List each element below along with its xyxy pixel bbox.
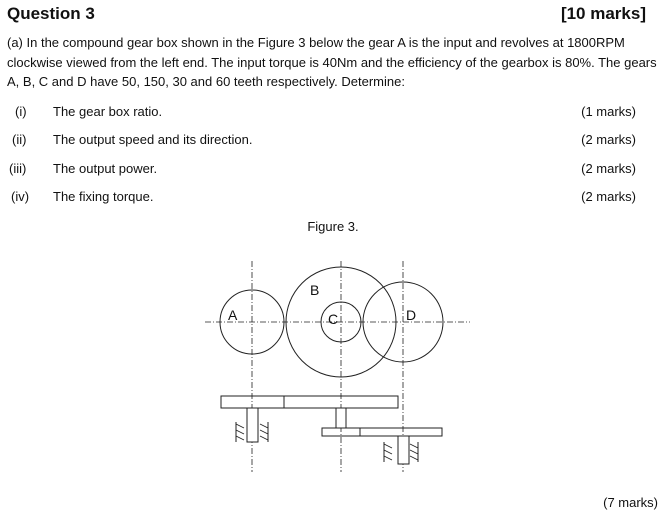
item-number-i: (i) (15, 104, 27, 119)
item-marks-ii: (2 marks) (581, 132, 636, 147)
gear-d-circle (362, 281, 444, 363)
shaft-d-side (397, 435, 410, 465)
item-text-ii: The output speed and its direction. (53, 132, 253, 147)
item-text-iii: The output power. (53, 161, 158, 176)
question-title: Question 3 (7, 4, 95, 23)
item-number-iv: (iv) (11, 189, 30, 204)
bearing-a-hatch (235, 423, 269, 441)
gear-label-b: B (310, 282, 319, 298)
gear-a-circle (219, 289, 285, 355)
item-marks-i: (1 marks) (581, 104, 636, 119)
gear-label-c: C (328, 311, 338, 327)
item-number-ii: (ii) (12, 132, 27, 147)
item-text-i: The gear box ratio. (53, 104, 163, 119)
gear-c-circle (320, 301, 362, 343)
item-marks-iii: (2 marks) (581, 161, 636, 176)
bearing-d-hatch (383, 443, 419, 461)
question-intro: (a) In the compound gear box shown in th… (7, 35, 657, 89)
gear-b-circle (285, 266, 397, 378)
figure-caption: Figure 3. (307, 219, 359, 234)
item-marks-iv: (2 marks) (581, 189, 636, 204)
item-number-iii: (iii) (9, 161, 27, 176)
shaft-a-side (246, 407, 259, 443)
part-a-marks: (7 marks) (603, 495, 658, 510)
shaft-b-c-side (335, 407, 347, 429)
item-text-iv: The fixing torque. (53, 189, 154, 204)
gear-a-side (220, 395, 285, 409)
gear-label-d: D (406, 307, 416, 323)
gear-label-a: A (228, 307, 238, 323)
center-lines (205, 261, 470, 472)
question-total-marks: [10 marks] (560, 4, 646, 23)
gear-d-side (359, 427, 443, 437)
